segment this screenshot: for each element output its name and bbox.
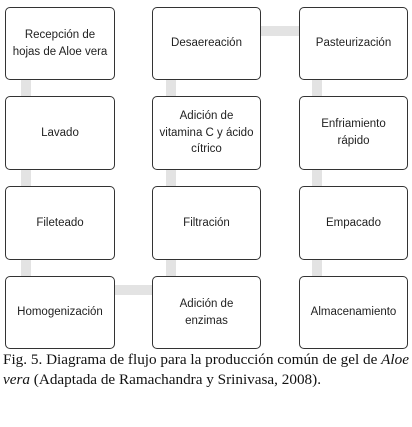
step-adicion-enzimas: Adición de enzimas [152,276,261,349]
caption-species: Aloe vera [3,351,409,388]
step-lavado: Lavado [5,96,115,170]
figure-caption: Fig. 5. Diagrama de flujo para la produc… [3,350,409,390]
flow-diagram: Recepción de hojas de Aloe vera Lavado F… [5,7,408,349]
step-empacado: Empacado [299,186,408,260]
connector-col3-1 [312,80,322,96]
connector-col1-3 [21,260,31,276]
connector-col2-2 [166,170,176,186]
connector-col2-3 [166,260,176,276]
step-enfriamiento: Enfriamiento rápido [299,96,408,170]
connector-row4-horizontal [115,285,152,295]
connector-col3-3 [312,260,322,276]
connector-col1-2 [21,170,31,186]
step-fileteado: Fileteado [5,186,115,260]
connector-col1-1 [21,80,31,96]
caption-suffix: (Adaptada de Ramachandra y Srinivasa, 20… [30,371,321,388]
caption-prefix: Fig. 5. Diagrama de flujo para la produc… [3,351,382,368]
step-recepcion: Recepción de hojas de Aloe vera [5,7,115,80]
step-pasteurizacion: Pasteurización [299,7,408,80]
step-adicion-vitamina: Adición de vitamina C y ácido cítrico [152,96,261,170]
step-filtracion: Filtración [152,186,261,260]
step-homogenizacion: Homogenización [5,276,115,349]
step-desaereacion: Desaereación [152,7,261,80]
connector-col3-2 [312,170,322,186]
connector-row1-horizontal [261,26,299,36]
step-almacenamiento: Almacenamiento [299,276,408,349]
connector-col2-1 [166,80,176,96]
